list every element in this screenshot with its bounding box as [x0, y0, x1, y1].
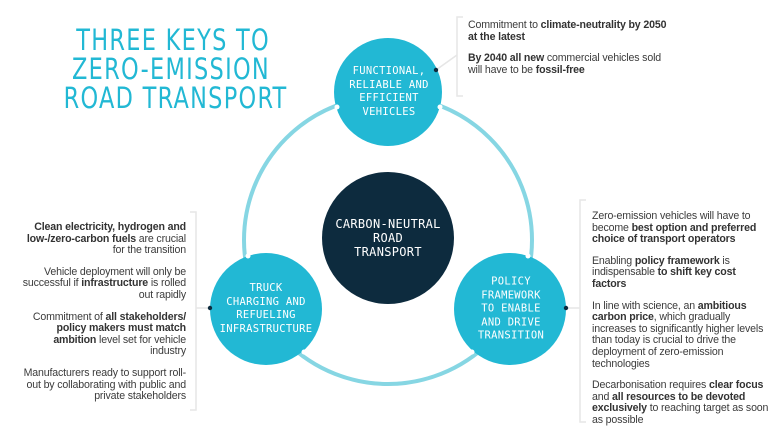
note-emphasis: policy framework	[634, 254, 720, 267]
center-node	[322, 172, 454, 304]
note-text: Commitment to	[468, 19, 541, 31]
note-paragraph: Vehicle deployment will only be successf…	[20, 265, 186, 302]
ring-joint	[301, 349, 307, 355]
note-text: and	[592, 390, 613, 403]
note-emphasis: best option and preferred choice of tran…	[592, 221, 757, 246]
bracket-vehicles-notes	[456, 16, 463, 97]
note-paragraph: Zero-emission vehicles will have to beco…	[592, 210, 772, 246]
note-emphasis: clear focus	[708, 379, 764, 392]
node-label-line: TRUCK	[249, 282, 283, 294]
connector-vehicles	[435, 54, 458, 71]
node-label-line: POLICY	[491, 275, 531, 288]
marker-dot-policy	[563, 305, 569, 311]
title-line: ZERO-EMISSION	[71, 52, 271, 86]
node-label-line: FRAMEWORK	[481, 288, 541, 301]
marker-dot-infrastructure	[207, 305, 213, 311]
node-policy	[454, 253, 566, 365]
note-text: to reaching target as soon as possible	[592, 402, 769, 426]
note-text: level set for vehicle industry	[96, 333, 186, 358]
note-text: , which gradually increases to significa…	[592, 311, 764, 370]
ring-joint	[525, 253, 531, 259]
note-text: Enabling	[592, 254, 635, 267]
note-text: Zero-emission vehicles will have to beco…	[592, 210, 751, 234]
node-label-line: RELIABLE AND	[349, 78, 429, 91]
node-vehicles-label: FUNCTIONAL, RELIABLE AND EFFICIENT VEHIC…	[349, 65, 428, 119]
note-text: Manufacturers ready to support roll-out …	[23, 366, 187, 403]
note-emphasis: to shift key cost factors	[592, 266, 736, 290]
note-emphasis: By 2040 all new	[468, 52, 545, 65]
note-paragraph: In line with science, an ambitious carbo…	[592, 299, 772, 371]
note-emphasis: infrastructure	[81, 277, 149, 290]
center-label-line: CARBON-NEUTRAL	[335, 217, 441, 231]
node-label-line: AND DRIVE	[481, 315, 541, 328]
note-emphasis: climate-neutrality by 2050 at the latest	[468, 19, 667, 43]
center-label-line: ROAD	[372, 231, 404, 245]
note-text: Vehicle deployment will only be successf…	[22, 265, 186, 290]
note-text: are crucial for the transition	[112, 232, 186, 257]
node-vehicles	[334, 38, 442, 146]
node-label-line: FUNCTIONAL,	[352, 65, 426, 77]
title-line: ROAD TRANSPORT	[63, 81, 288, 115]
ring-joint	[245, 253, 251, 259]
title-line: THREE KEYS TO	[76, 23, 271, 57]
note-emphasis: fossil-free	[535, 63, 585, 76]
note-emphasis: Clean electricity, hydrogen and low-/zer…	[26, 221, 186, 245]
note-paragraph: Enabling policy framework is indispensab…	[592, 254, 772, 291]
note-paragraph: Clean electricity, hydrogen and low-/zer…	[20, 221, 186, 257]
note-text: commercial vehicles sold will have to be	[468, 52, 662, 76]
note-emphasis: all resources to be devoted exclusively	[592, 390, 746, 415]
note-paragraph: Commitment of all stakeholders/ policy m…	[20, 310, 186, 358]
note-paragraph: Commitment to climate-neutrality by 2050…	[468, 19, 668, 43]
note-emphasis: all stakeholders/ policy makers must mat…	[53, 310, 186, 346]
vehicles-notes: Commitment to climate-neutrality by 2050…	[468, 19, 668, 86]
node-infrastructure-label: TRUCK CHARGING AND REFUELING INFRASTRUCT…	[220, 282, 313, 336]
page-title: THREE KEYS TO ZERO-EMISSION ROAD TRANSPO…	[63, 23, 288, 115]
node-policy-label: POLICY FRAMEWORK TO ENABLE AND DRIVE TRA…	[478, 275, 544, 343]
node-label-line: INFRASTRUCTURE	[219, 322, 313, 335]
bracket-infrastructure-notes	[190, 211, 197, 411]
infrastructure-notes: Clean electricity, hydrogen and low-/zer…	[20, 221, 187, 413]
note-text: Commitment of	[32, 310, 106, 323]
marker-dot-vehicles	[433, 67, 439, 73]
node-infrastructure	[210, 253, 322, 365]
node-label-line: EFFICIENT	[359, 92, 419, 104]
node-label-line: TO ENABLE	[481, 302, 541, 315]
ring-joint	[469, 349, 475, 355]
note-paragraph: Decarbonisation requires clear focus and…	[592, 379, 772, 426]
node-label-line: CHARGING AND	[226, 295, 306, 308]
note-paragraph: Manufacturers ready to support roll-out …	[20, 366, 187, 403]
node-label-line: TRANSITION	[477, 329, 545, 342]
note-text: is indispensable	[592, 254, 730, 279]
note-text: is rolled out rapidly	[138, 277, 186, 301]
ring-joint	[437, 104, 443, 110]
ring-joint	[334, 104, 340, 110]
node-label-line: REFUELING	[236, 309, 296, 321]
note-emphasis: ambitious carbon price	[592, 299, 747, 324]
note-text: Decarbonisation requires	[592, 379, 709, 392]
center-label: CARBON-NEUTRAL ROAD TRANSPORT	[335, 217, 440, 259]
policy-notes: Zero-emission vehicles will have to beco…	[592, 210, 772, 437]
note-text: In line with science, an	[592, 299, 698, 312]
node-label-line: VEHICLES	[362, 105, 416, 118]
bracket-policy-notes	[579, 199, 586, 423]
center-label-line: TRANSPORT	[354, 245, 422, 259]
note-paragraph: By 2040 all new commercial vehicles sold…	[468, 52, 668, 76]
